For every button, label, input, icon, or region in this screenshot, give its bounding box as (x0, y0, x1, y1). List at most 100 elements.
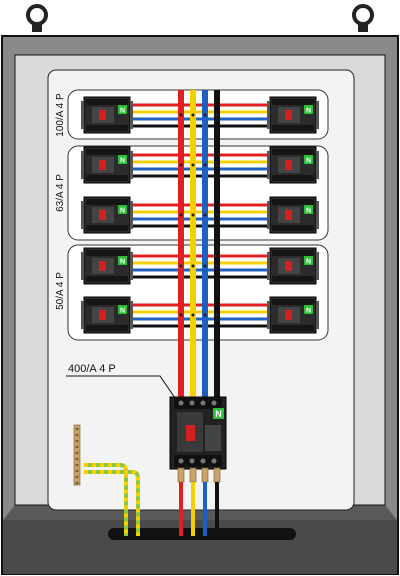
enclosure-top-bevel (3, 37, 397, 55)
breaker-terminal-top (86, 99, 128, 105)
earth-bar-hole (75, 475, 79, 479)
earth-bar-hole (75, 463, 79, 467)
earth-bar (73, 424, 81, 486)
breaker-toggle (285, 160, 292, 170)
incoming-supply-cables (177, 467, 221, 536)
breaker-icon: N (81, 96, 133, 134)
earth-bar-hole (75, 469, 79, 473)
breaker-grip (267, 201, 270, 229)
busbar-joint (215, 264, 219, 268)
breaker-terminal-top (86, 199, 128, 205)
breaker-toggle (285, 261, 292, 271)
busbar-joint (191, 313, 195, 317)
earth-bar-hole (75, 433, 79, 437)
breaker-icon: N (267, 146, 319, 184)
breaker-brand-badge (118, 305, 127, 314)
main-breaker-icon: N (169, 396, 227, 470)
lifting-eye-icon (26, 4, 48, 32)
vertical-busbars (178, 90, 220, 400)
busbar-joint (191, 113, 195, 117)
breaker-grip (267, 252, 270, 280)
breaker-grip (130, 151, 133, 179)
breaker-brand-badge (118, 205, 127, 214)
main-breaker-brand-glyph: N (215, 409, 222, 419)
busbar-joint (179, 163, 183, 167)
breaker-grip (316, 201, 319, 229)
breaker-terminal-bottom (86, 125, 128, 131)
breaker-brand-glyph: N (306, 108, 311, 115)
breaker-grip (81, 301, 84, 329)
busbar-joint (203, 264, 207, 268)
busbar-joint (179, 213, 183, 217)
busbar-joint (191, 213, 195, 217)
breaker-toggle (285, 110, 292, 120)
busbar-joint (191, 163, 195, 167)
breaker-brand-glyph: N (306, 208, 311, 215)
earth-bar-hole (75, 481, 79, 485)
breaker-brand-glyph: N (306, 158, 311, 165)
breaker-grip (81, 252, 84, 280)
breaker-grip (267, 151, 270, 179)
breaker-brand-badge (118, 155, 127, 164)
breaker-toggle (285, 210, 292, 220)
breaker-grip (130, 252, 133, 280)
breaker-brand-badge (304, 105, 313, 114)
breaker-toggle (99, 160, 106, 170)
busbar-joint (179, 264, 183, 268)
group-label-100a: 100/A 4 P (55, 93, 66, 137)
busbar-joint (191, 264, 195, 268)
earth-conductor-stripe (84, 470, 140, 536)
breaker-brand-glyph: N (120, 108, 125, 115)
breaker-grip (316, 101, 319, 129)
breaker-terminal-bottom (86, 175, 128, 181)
breaker-terminal-bottom (272, 325, 314, 331)
breaker-brand-glyph: N (306, 308, 311, 315)
breaker-brand-badge (118, 105, 127, 114)
breaker-toggle (99, 310, 106, 320)
main-breaker-label: 400/A 4 P (68, 363, 116, 375)
earth-bar-hole (75, 451, 79, 455)
breaker-icon: N (81, 296, 133, 334)
earth-conductor-stripe (84, 463, 128, 536)
cable-lug (213, 467, 221, 483)
busbar-joint (203, 163, 207, 167)
breaker-grip (130, 101, 133, 129)
breaker-toggle (99, 261, 106, 271)
breaker-brand-badge (304, 205, 313, 214)
cable-lug (177, 467, 185, 483)
breaker-brand-glyph: N (120, 259, 125, 266)
breaker-grip (316, 301, 319, 329)
breaker-toggle (99, 110, 106, 120)
breaker-terminal-top (86, 149, 128, 155)
breaker-brand-badge (118, 256, 127, 265)
busbar-joint (215, 163, 219, 167)
breaker-terminal-top (272, 149, 314, 155)
breaker-grip (81, 101, 84, 129)
enclosure-left-bevel (3, 37, 15, 520)
breaker-grip (316, 151, 319, 179)
breaker-icon: N (267, 247, 319, 285)
busbar-joint (203, 113, 207, 117)
breaker-toggle (99, 210, 106, 220)
breaker-terminal-bottom (86, 225, 128, 231)
busbar-joint (203, 313, 207, 317)
busbar-joint (215, 113, 219, 117)
busbar-joint (179, 113, 183, 117)
breaker-grip (81, 151, 84, 179)
breaker-icon: N (267, 96, 319, 134)
earth-bar-icon (73, 424, 140, 536)
busbar-joint (215, 213, 219, 217)
breaker-terminal-top (272, 299, 314, 305)
breaker-terminal-bottom (272, 175, 314, 181)
breaker-brand-glyph: N (120, 208, 125, 215)
breaker-terminal-bottom (272, 225, 314, 231)
breaker-terminal-top (272, 99, 314, 105)
breaker-terminal-bottom (86, 325, 128, 331)
breaker-icon: N (81, 247, 133, 285)
breaker-grip (130, 301, 133, 329)
busbar-joint (179, 313, 183, 317)
cable-lug (189, 467, 197, 483)
